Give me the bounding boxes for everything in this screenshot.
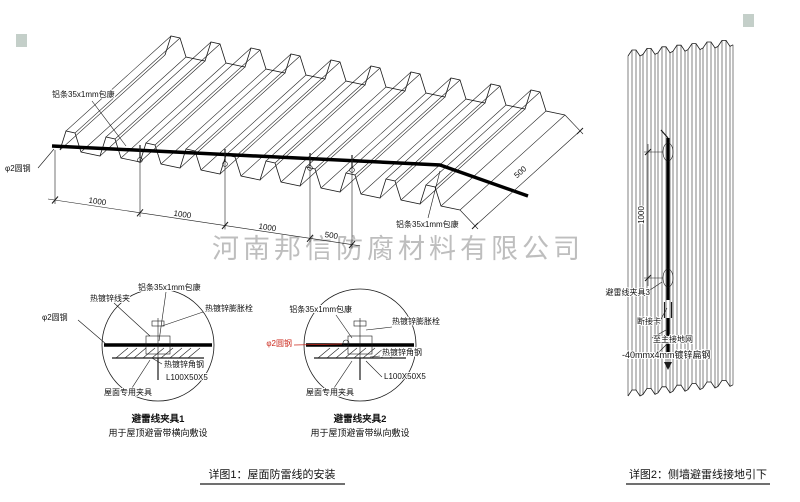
corrugated-roof-sheet [59, 35, 566, 211]
flat-steel-label: -40mmx4mm镀锌扁钢 [622, 349, 711, 360]
corrugated-wall-sheet [627, 40, 734, 397]
wall-dimension [644, 144, 663, 286]
company-watermark: 河南邦信防腐材料有限公司 [212, 234, 584, 264]
stamp-mark-right [743, 14, 754, 27]
expansion-bolt-label-2: 热镀锌膨胀栓 [392, 316, 440, 326]
angle-spec-label-2: L100X50X5 [384, 372, 426, 381]
angle-steel-hatching [115, 347, 403, 359]
round-steel-label: φ2圆钢 [5, 163, 31, 173]
detail-circle-2 [293, 288, 417, 402]
angle-spec-label-1: L100X50X5 [166, 373, 208, 382]
detail1-subtitle: 用于屋顶避雷带横向敷设 [108, 427, 207, 438]
dim-1000-a: 1000 [88, 196, 107, 208]
wall-downlead [660, 129, 674, 370]
roof-dimension-extensions [54, 150, 353, 249]
dim-500-chain: 500 [324, 230, 339, 241]
roof-edge-dimension [459, 114, 584, 230]
dim-500-edge: 500 [512, 164, 528, 180]
roof-dimension-chain [47, 196, 361, 249]
angle-steel-label-2: 热镀锌角钢 [382, 347, 422, 357]
alu-strip-label-right: 铝条35x1mm包康 [396, 219, 459, 229]
to-ground-label: 至主接地网 [653, 334, 693, 344]
round-steel-label-1: φ2圆钢 [42, 312, 68, 322]
detail2-title: 避雷线夹具2 [334, 413, 387, 425]
round-steel-label-2: φ2圆钢 [266, 338, 292, 348]
caption-detail2: 详图2：侧墙避雷线接地引下 [629, 467, 767, 481]
alu-strip-label-2: 铝条35x1mm包康 [289, 304, 352, 314]
wall-dim-1000: 1000 [637, 206, 646, 224]
detail-circle-1 [77, 288, 215, 402]
dim-1000-b: 1000 [173, 209, 192, 221]
dim-1000-c: 1000 [258, 222, 277, 234]
wire-clip-label-1: 热镀锌线夹 [90, 293, 130, 303]
alu-strip-label-1: 铝条35x1mm包康 [138, 282, 201, 292]
expansion-bolt-label-1: 热镀锌膨胀栓 [205, 303, 253, 313]
alu-strip-label-top: 铝条35x1mm包康 [52, 89, 115, 99]
detail2-subtitle: 用于屋顶避雷带纵向敷设 [310, 427, 409, 438]
roof-clamp-label-1: 屋面专用夹具 [104, 387, 152, 397]
wall-label-leaders [649, 281, 668, 354]
detail1-title: 避雷线夹具1 [132, 413, 186, 425]
disconnect-label: 断接卡 [637, 316, 661, 326]
caption-detail1: 详图1：屋面防雷线的安装 [208, 467, 335, 481]
roof-label-leaders [37, 100, 441, 219]
angle-steel-label-1: 热镀锌角钢 [164, 359, 204, 369]
wall-clamp3-label: 避雷线夹具3 [606, 287, 651, 297]
roof-clamp-label-2: 屋面专用夹具 [306, 387, 354, 397]
lightning-wire-roof [51, 144, 529, 198]
stamp-mark-left [16, 34, 27, 47]
